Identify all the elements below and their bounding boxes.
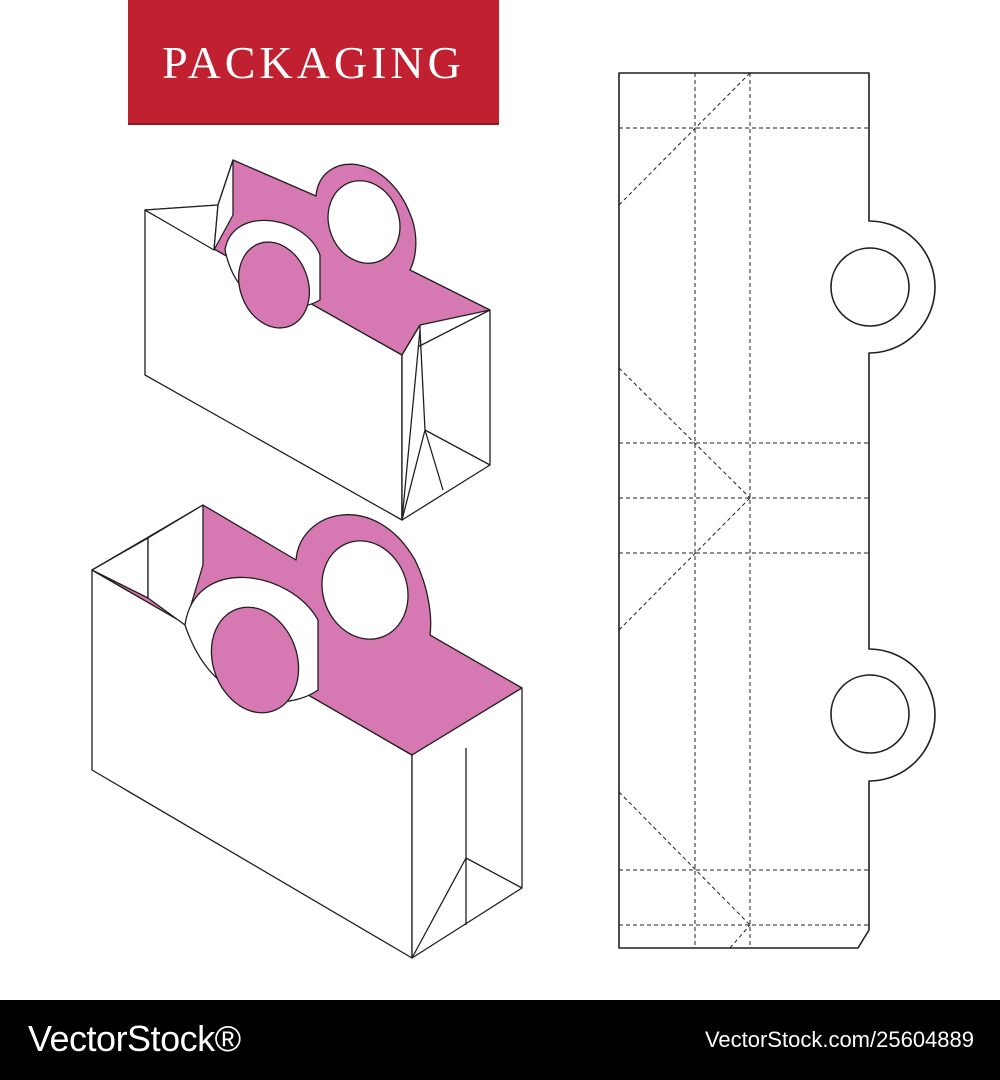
box-small [144, 159, 491, 521]
box-small-hole-front [238, 241, 310, 329]
dieline-hole-top [830, 247, 910, 327]
box-large [91, 504, 523, 959]
box-large-flap-back [147, 504, 204, 626]
box-small-flap-back [213, 159, 234, 251]
dieline-fold-lines [618, 72, 869, 949]
box-large-hole-front [210, 606, 300, 714]
dieline-outline [618, 72, 936, 949]
packaging-illustration [91, 72, 936, 959]
dieline [618, 72, 936, 949]
vectorstock-logo: VectorStock® [28, 1018, 241, 1059]
box-large-gusset [411, 748, 523, 959]
stock-image-id: VectorStock.com/25604889 [704, 1027, 974, 1052]
dieline-hole-bottom [830, 674, 910, 754]
box-small-gusset [401, 329, 491, 521]
title-banner: PACKAGING [128, 0, 499, 125]
banner-title: PACKAGING [162, 37, 465, 88]
box-small-hole-back [327, 180, 401, 264]
watermark-footer: VectorStock® VectorStock.com/25604889 [0, 1000, 1000, 1080]
box-large-hole-back [321, 540, 409, 640]
